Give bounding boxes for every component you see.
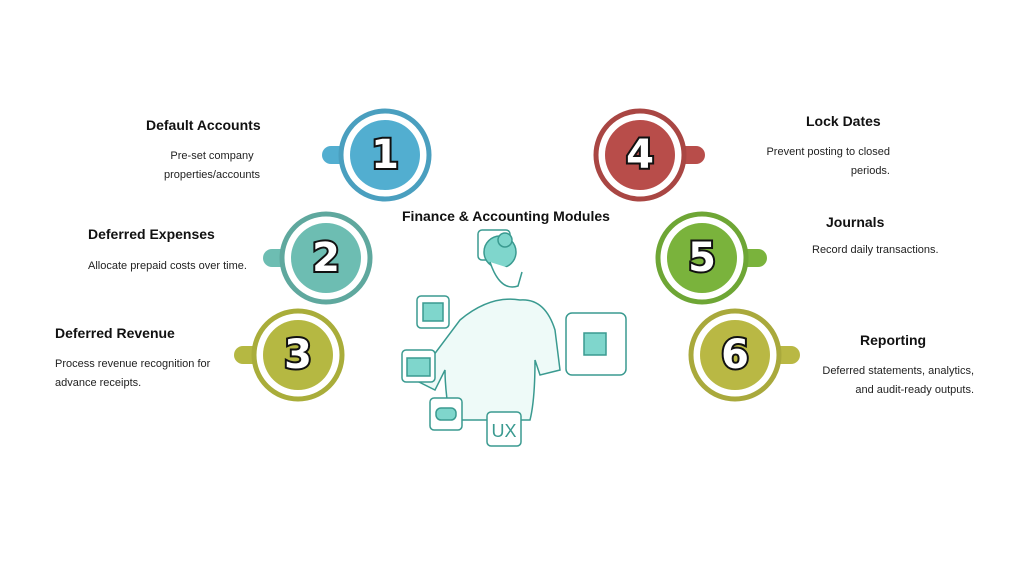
icon-window: [401, 349, 436, 383]
desc-line: Pre-set company: [170, 150, 254, 162]
step-2-desc: Allocate prepaid costs over time.: [88, 260, 247, 272]
desc-line: properties/accounts: [164, 169, 260, 181]
icon-3d-box: [565, 312, 627, 376]
step-6-badge: 6: [688, 308, 800, 402]
step-2-title: Deferred Expenses: [88, 226, 215, 242]
step-5-desc: Record daily transactions.: [812, 244, 939, 256]
step-4-number: 4: [626, 132, 654, 178]
step-5-title: Journals: [826, 214, 885, 230]
icon-room: [416, 295, 450, 329]
step-6-title: Reporting: [860, 332, 927, 348]
step-2-badge: 2: [263, 211, 373, 305]
step-5-number: 5: [688, 235, 716, 281]
ux-icon: UX: [491, 421, 516, 441]
step-6-number: 6: [721, 332, 749, 378]
diagram-title: Finance & Accounting Modules: [402, 208, 610, 224]
step-4-desc: Prevent posting to closed periods.: [740, 143, 890, 181]
desc-line: Prevent posting to closed: [766, 146, 890, 158]
step-6-desc: Deferred statements, analytics, and audit…: [800, 362, 974, 400]
step-1-title: Default Accounts: [146, 117, 261, 133]
desc-line: Deferred statements, analytics,: [822, 365, 974, 377]
step-4-title: Lock Dates: [806, 113, 881, 129]
step-5-badge: 5: [655, 211, 767, 305]
step-4-badge: 4: [593, 108, 705, 202]
step-3-badge: 3: [234, 308, 345, 402]
step-3-desc: Process revenue recognition for advance r…: [55, 355, 210, 393]
icon-gamepad: [429, 397, 463, 431]
desc-line: and audit-ready outputs.: [855, 384, 974, 396]
step-3-number: 3: [284, 332, 312, 378]
step-3-title: Deferred Revenue: [55, 325, 175, 341]
desc-line: Process revenue recognition for: [55, 358, 211, 370]
person-illustration: [401, 229, 627, 447]
step-1-number: 1: [371, 132, 399, 178]
step-1-desc: Pre-set company properties/accounts: [150, 147, 274, 185]
icon-ux-frame: [486, 411, 522, 447]
desc-line: advance receipts.: [55, 377, 142, 389]
step-2-number: 2: [312, 235, 340, 281]
step-1-badge: 1: [322, 108, 432, 202]
desc-line: periods.: [850, 165, 890, 177]
